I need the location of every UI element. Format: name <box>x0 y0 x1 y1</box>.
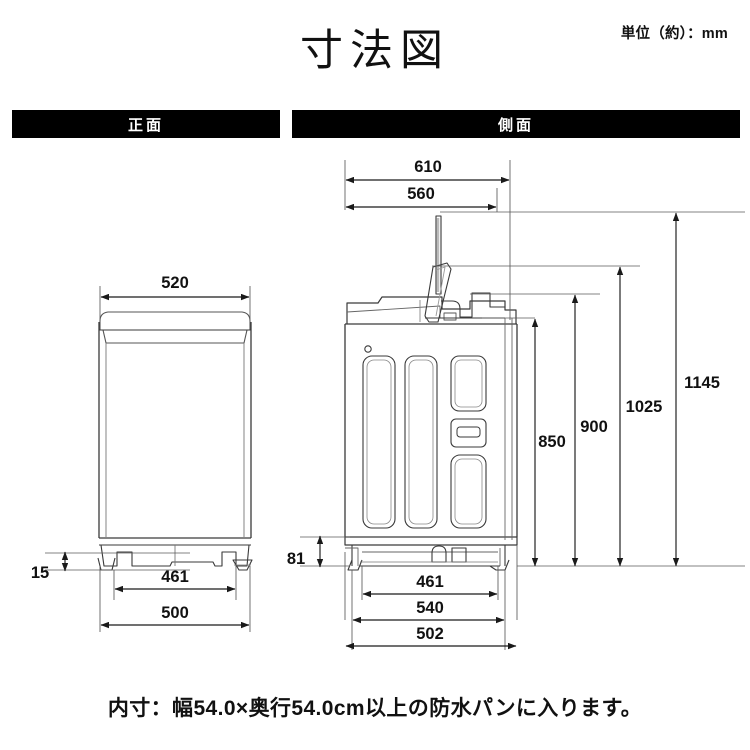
side-view-drawing <box>344 215 518 571</box>
side-extension-lines <box>300 160 745 650</box>
dim-label-front-15: 15 <box>31 564 49 582</box>
dim-label-front-461: 461 <box>161 568 189 586</box>
dim-label-side-900: 900 <box>580 418 608 436</box>
front-extension-lines <box>45 286 251 632</box>
section-header-side: 側面 <box>292 110 740 138</box>
caption-text: 内寸：幅54.0×奥行54.0cm以上の防水パンに入ります。 <box>107 697 643 720</box>
section-header-front: 正面 <box>12 110 280 138</box>
dim-label-side-560: 560 <box>407 185 435 203</box>
dim-label-side-461: 461 <box>416 573 444 591</box>
side-dimension-lines <box>316 176 680 650</box>
unit-note: 単位（約）：mm <box>620 26 728 42</box>
dim-label-side-502: 502 <box>416 625 444 643</box>
dim-label-front-520: 520 <box>161 274 189 292</box>
front-dimension-lines <box>61 293 250 629</box>
dim-label-front-500: 500 <box>161 604 189 622</box>
dim-label-side-610: 610 <box>414 158 442 176</box>
front-view-drawing <box>97 311 253 571</box>
page-title: 寸法図 <box>300 27 450 75</box>
dim-label-side-81: 81 <box>287 550 305 568</box>
dim-label-side-1025: 1025 <box>626 398 663 416</box>
dim-label-side-850: 850 <box>538 433 566 451</box>
dim-label-side-1145: 1145 <box>684 374 720 392</box>
dim-label-side-540: 540 <box>416 599 444 617</box>
